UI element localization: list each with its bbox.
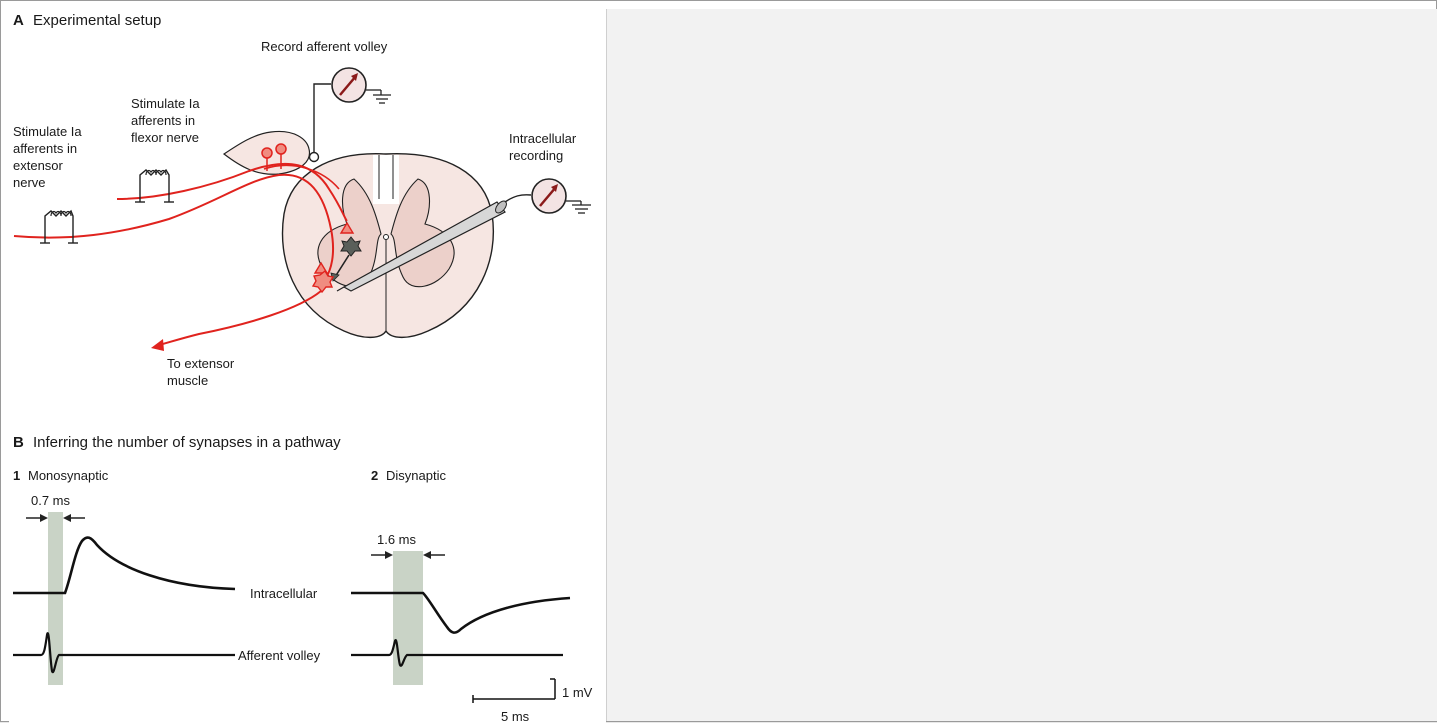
mono-delay-label: 0.7 ms xyxy=(31,493,71,508)
stim-extensor-label-line2: afferents in xyxy=(13,141,77,156)
figure: A Experimental setup xyxy=(9,9,606,723)
drg-cell-body xyxy=(276,144,286,154)
intracellular-label-line2: recording xyxy=(509,148,563,163)
stim-extensor-label-line1: Stimulate Ia xyxy=(13,124,82,139)
scale-voltage-label: 1 mV xyxy=(562,685,593,700)
afferent-trace-label: Afferent volley xyxy=(238,648,321,663)
stim-flexor-label-line2: afferents in xyxy=(131,113,195,128)
di-intracellular-trace xyxy=(351,593,570,633)
di-latency-band xyxy=(393,551,423,685)
di-afferent-trace xyxy=(351,640,563,666)
mono-number: 1 xyxy=(13,468,20,483)
drg-cell-body xyxy=(262,148,272,158)
axon-arrowhead xyxy=(151,339,164,351)
motor-axon xyxy=(159,291,321,345)
intracellular-trace-label: Intracellular xyxy=(250,586,318,601)
di-title: Disynaptic xyxy=(386,468,446,483)
stim-flexor-label-line1: Stimulate Ia xyxy=(131,96,200,111)
afferent-recording-electrode xyxy=(310,68,392,162)
record-afferent-label: Record afferent volley xyxy=(261,39,388,54)
di-delay-label: 1.6 ms xyxy=(377,532,417,547)
di-number: 2 xyxy=(371,468,378,483)
panel-b: B Inferring the number of synapses in a … xyxy=(13,434,593,723)
panel-a-letter: A xyxy=(13,12,24,29)
empty-canvas-area xyxy=(606,9,1437,721)
panel-b-title: Inferring the number of synapses in a pa… xyxy=(33,434,341,451)
stim-extensor-label-line3: extensor xyxy=(13,158,64,173)
panel-a: A Experimental setup xyxy=(13,12,591,388)
figure-svg: A Experimental setup xyxy=(9,9,606,723)
panel-b-letter: B xyxy=(13,434,24,451)
stim-extensor-label-line4: nerve xyxy=(13,175,46,190)
mono-intracellular-trace xyxy=(13,538,235,593)
to-muscle-label-line1: To extensor xyxy=(167,356,235,371)
mono-title: Monosynaptic xyxy=(28,468,109,483)
spinal-cord xyxy=(282,154,493,338)
mono-afferent-trace xyxy=(13,633,235,672)
scale-time-label: 5 ms xyxy=(501,709,530,723)
scale-bar xyxy=(473,679,555,703)
to-muscle-label-line2: muscle xyxy=(167,373,208,388)
intracellular-label-line1: Intracellular xyxy=(509,131,577,146)
panel-a-title: Experimental setup xyxy=(33,12,161,29)
stim-flexor-label-line3: flexor nerve xyxy=(131,130,199,145)
